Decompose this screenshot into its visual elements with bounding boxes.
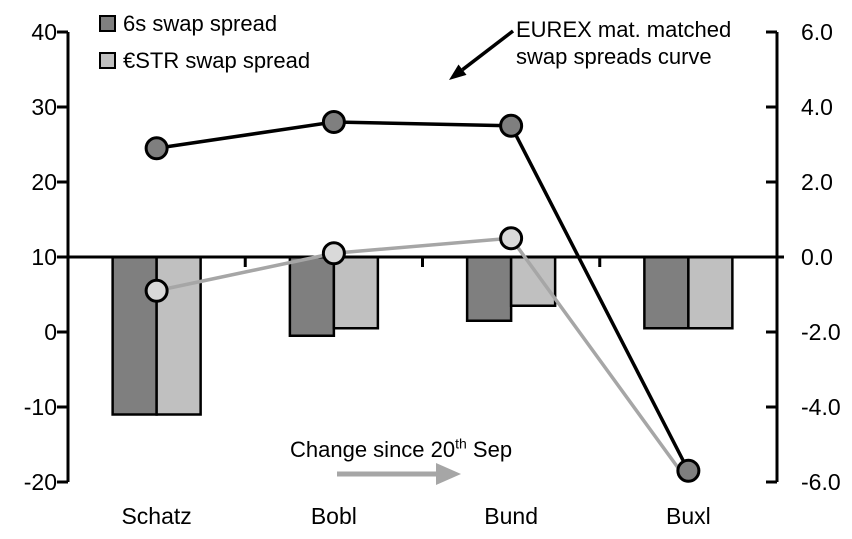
change-annotation-sup: th — [455, 435, 467, 452]
legend-label-estr: €STR swap spread — [123, 48, 311, 74]
left-axis-label-30: 30 — [31, 94, 57, 120]
left-axis-label-10: 10 — [31, 244, 57, 270]
curve-annotation-arrow-line — [461, 29, 515, 72]
change-annotation-prefix: Change since 20 — [290, 437, 456, 462]
left-axis-label-40: 40 — [31, 19, 57, 45]
estr-swap-spread-line — [156, 236, 690, 484]
left-axis-label-0: 0 — [44, 319, 57, 345]
6s-bar-buxl — [643, 255, 690, 330]
right-axis-label-2.0: 2.0 — [801, 169, 833, 195]
right-axis-label-4.0: 4.0 — [801, 94, 833, 120]
legend-item-estr: €STR swap spread — [99, 49, 310, 72]
estr-swap-spread-marker-bobl — [321, 241, 346, 266]
left-axis-label-20: 20 — [31, 169, 57, 195]
estr-bar-bund — [509, 255, 557, 307]
right-axis-label--2.0: -2.0 — [801, 319, 841, 345]
6s-swap-spread-marker-bobl — [321, 110, 346, 134]
legend-item-6s: 6s swap spread — [99, 12, 310, 35]
6s-swap-spread-marker-buxl — [676, 458, 701, 483]
6s-swap-spread-marker-schatz — [144, 136, 169, 161]
estr-bar-buxl — [687, 255, 734, 330]
left-axis-label--10: -10 — [24, 394, 57, 420]
category-label-bund: Bund — [484, 503, 538, 529]
6s-swap-spread-marker-bund — [499, 113, 524, 138]
estr-swap-spread-marker-schatz — [144, 278, 169, 303]
legend-label-6s: 6s swap spread — [123, 11, 278, 36]
estr-bar-schatz — [155, 255, 202, 416]
curve-annotation-arrowhead — [449, 64, 467, 80]
change-annotation-suffix: Sep — [466, 437, 513, 462]
left-axis-label--20: -20 — [24, 469, 57, 495]
right-axis-label--4.0: -4.0 — [801, 394, 841, 420]
category-label-schatz: Schatz — [121, 503, 191, 529]
right-axis-label-6.0: 6.0 — [801, 19, 833, 45]
curve-annotation-line2: swap spreads curve — [516, 44, 712, 69]
legend: 6s swap spread €STR swap spread — [99, 12, 310, 86]
change-annotation-arrowhead — [436, 463, 461, 485]
category-label-bobl: Bobl — [311, 503, 357, 529]
category-boundary-ticks — [243, 257, 602, 267]
legend-swatch-6s — [99, 15, 116, 33]
6s-swap-spread-line — [156, 120, 690, 472]
category-label-buxl: Buxl — [666, 503, 711, 529]
right-axis-label--6.0: -6.0 — [801, 469, 841, 495]
legend-swatch-estr — [99, 52, 116, 70]
6s-bar-bobl — [288, 255, 336, 337]
6s-bar-schatz — [111, 255, 158, 416]
right-axis-label-0.0: 0.0 — [801, 244, 833, 270]
curve-annotation: EUREX mat. matched swap spreads curve — [516, 16, 731, 70]
6s-bar-bund — [465, 255, 513, 322]
estr-swap-spread-marker-bund — [499, 226, 524, 251]
estr-bar-bobl — [332, 255, 380, 330]
change-annotation: Change since 20th Sep — [290, 437, 512, 463]
curve-annotation-line1: EUREX mat. matched — [516, 17, 732, 42]
